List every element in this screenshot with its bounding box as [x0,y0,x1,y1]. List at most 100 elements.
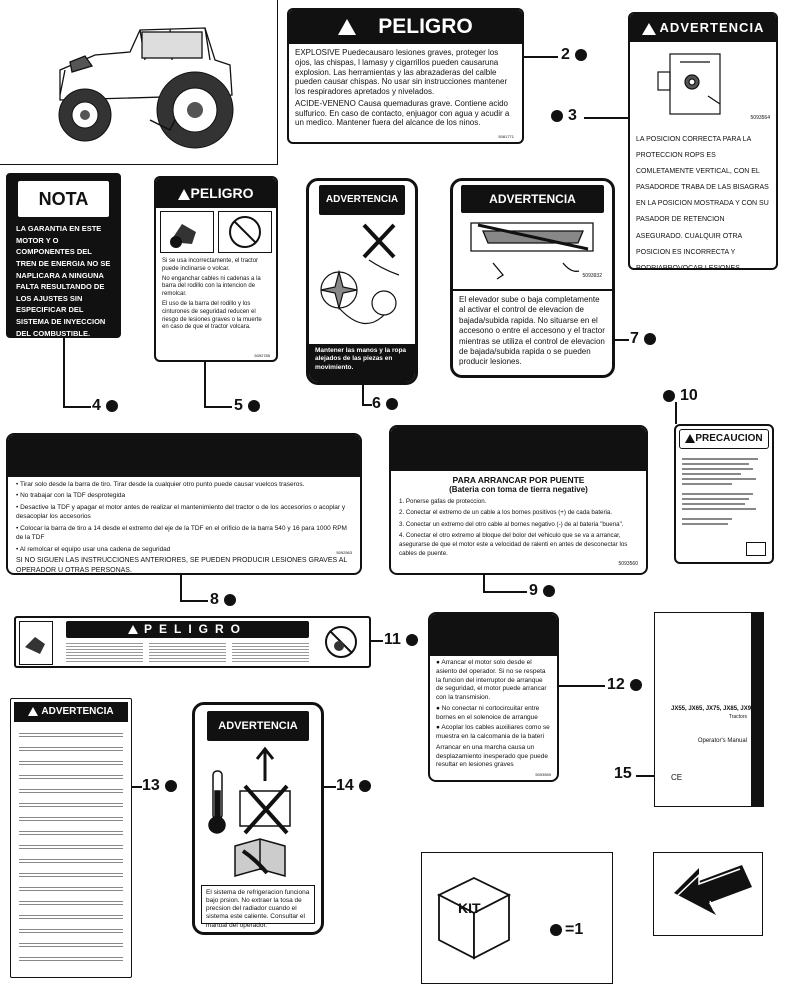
warning-triangle-icon [338,19,357,36]
decal-header: ADVERTENCIA [630,14,776,42]
decal-bullet: • Desactive la TDF y apagar el motor ant… [16,503,346,521]
decal-bullet: • Al remolcar el equipo usar una cadena … [16,545,171,553]
callout-number: 8 [210,591,219,608]
kit-box: KIT =1 [421,852,613,984]
callout-7: 7 [630,330,656,348]
decal-bullet: • Colocar la barra de tiro a 14 desde el… [16,524,347,542]
decal-header: NOTA [18,181,109,217]
callout-number: 14 [336,777,354,794]
decal-step: 1. Ponerse gafas de proteccion. [399,498,487,505]
decal-title: NOTA [38,189,89,209]
callout-number: 3 [568,107,577,124]
decal-bullet: ● Arrancar el motor solo desde el asient… [436,659,547,702]
kit-cube-icon [436,876,512,960]
decal-arranque-puente: PARA ARRANCAR POR PUENTE (Bateria con to… [389,425,648,575]
manual-book-icon [746,542,766,556]
decal-header [430,614,557,656]
callout-13: 13 [142,777,177,795]
decal-body: Mantener las manos y la ropa alejados de… [309,344,415,382]
bullet-icon [164,780,177,792]
callout-number: 4 [92,397,101,414]
decal-arranque-motor: ● Arrancar el motor solo desde el asient… [428,612,559,782]
decal-header: ADVERTENCIA [319,185,405,215]
callout-number: 5 [234,397,243,414]
decal-header [8,435,360,477]
kit-label: KIT [458,900,481,916]
decal-peligro-explosive: PELIGRO EXPLOSIVE Puedecausaro lesiones … [287,8,524,144]
manual-title: Operator's Manual [697,738,747,744]
tractor-overturn-pictogram [160,211,214,253]
decal-bullet-text: Acoplar los cables auxiliares como se mu… [436,724,550,741]
tractor-illustration [58,27,234,149]
kit-quantity: =1 [550,921,583,939]
decal-header: ADVERTENCIA [207,711,309,741]
callout-14: 14 [336,777,371,795]
bullet-icon [223,594,236,606]
decal-fine-print [66,641,309,663]
bullet-icon [663,390,675,402]
decal-fine-print [676,452,772,531]
decal-bullet: • No trabajar con la TDF desprotegida [16,492,126,500]
bullet-icon [574,49,587,61]
decal-header: PELIGRO [289,10,522,44]
callout-number: 10 [680,387,698,404]
warning-triangle-icon [28,706,39,716]
decal-bullet: Si se usa incorrectamente, el tractor pu… [162,258,259,272]
warning-triangle-icon [178,188,191,200]
navigation-arrow-box[interactable] [653,852,763,936]
decal-header [391,427,646,471]
decal-step: 2. Conectar el extremo de un cable a los… [399,509,613,517]
callout-number: 6 [372,395,381,412]
decal-body: LA GARANTIA EN ESTE MOTOR Y O COMPONENTE… [16,224,111,338]
bullet-icon [629,679,642,691]
bullet-icon [358,780,371,792]
callout-number: 15 [614,765,632,782]
tractor-no-pictogram [317,622,365,662]
decal-body: El elevador sube o baja completamente al… [453,289,612,375]
callout-8: 8 [210,591,236,609]
callout-11: 11 [384,631,418,649]
callout-number: 13 [142,777,160,794]
operators-manual: JX55, JX65, JX75, JX85, JX95 Tractors Op… [654,612,764,807]
decal-title: PELIGRO [378,15,473,38]
decal-title: PARA ARRANCAR POR PUENTE [452,475,585,485]
warning-triangle-icon [127,625,138,635]
decal-step: 3. Conectar un extremo del otro cable al… [399,520,624,528]
decal-paragraph: EXPLOSIVE Puedecausaro lesiones graves, … [295,48,508,96]
decal-tdf-barra-tiro: • Tirar solo desde la barra de tiro. Tir… [6,433,362,575]
manual-models: JX55, JX65, JX75, JX85, JX95 [671,706,755,712]
decal-title: PRECAUCION [695,433,763,444]
kit-qty-text: =1 [565,921,584,938]
ce-mark: CE [671,773,683,782]
decal-bullet-text: Desactive la TDF y apagar el motor antes… [16,503,346,521]
decal-bullet-text: Al remolcar el equipo usar una cadena de… [19,545,171,553]
decal-advertencia-lista: ADVERTENCIA [10,698,132,978]
hand-crush-pictogram [19,621,53,665]
callout-12: 12 [607,676,642,694]
decal-subtitle: (Bateria con toma de tierra negative) [449,485,588,494]
decal-bullet: ● Acoplar los cables auxiliares como se … [436,724,550,741]
decal-title: ADVERTENCIA [41,706,114,717]
manual-subtitle: Tractors [728,714,747,720]
decal-title: ADVERTENCIA [659,20,765,35]
decal-fine-print [19,729,123,969]
decal-code: 5092785 [254,353,270,358]
decal-header: ADVERTENCIA [461,185,604,213]
manual-spine [751,613,763,806]
callout-10: 10 [663,387,698,405]
bullet-icon [385,398,398,410]
decal-code: 5093932 [582,273,602,279]
callout-5: 5 [234,397,260,415]
callout-number: 9 [529,582,538,599]
decal-body: LA POSICION CORRECTA PARA LA PROTECCION … [636,136,769,270]
decal-peligro-tira: PELIGRO [14,616,371,668]
callout-number: 2 [561,46,570,63]
decal-title: PELIGRO [190,185,254,201]
radiator-pressure-pictogram [208,746,291,877]
decal-bullet: No enganchar cables ni cadenas a la barr… [162,275,261,298]
warning-triangle-icon [641,22,656,35]
decal-code: 5092563 [336,550,352,555]
fan-entanglement-pictogram [320,223,400,324]
decal-code: 5093559 [535,772,551,777]
decal-bullet-text: Arrancar el motor solo desde el asiento … [436,659,547,702]
